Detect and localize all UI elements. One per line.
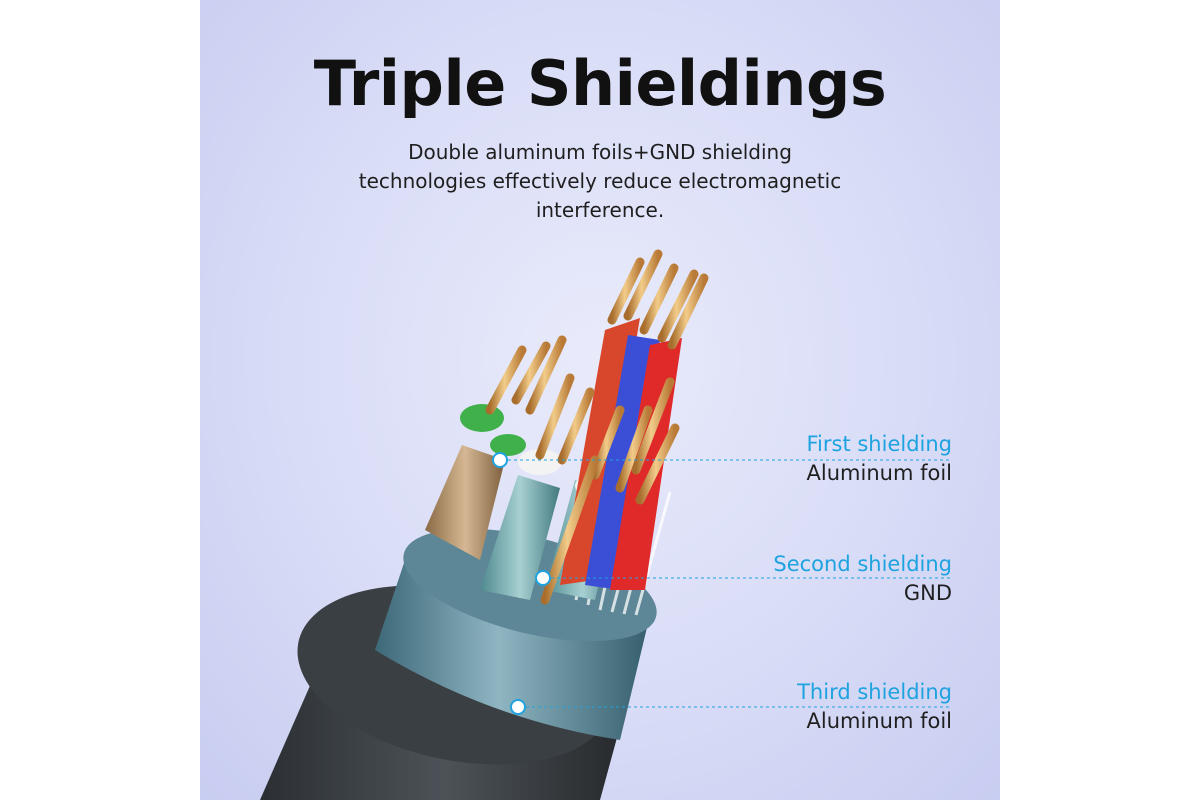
callout-detail: Aluminum foil	[806, 709, 952, 733]
callout-heading: Second shielding	[773, 552, 952, 576]
callout-leaders	[492, 452, 952, 715]
copper-conductors	[485, 249, 709, 605]
callout-heading: First shielding	[806, 432, 952, 456]
cable-cross-section-illustration	[260, 249, 952, 800]
page-title: Triple Shieldings	[313, 47, 887, 120]
subtitle-line: interference.	[535, 198, 665, 222]
callout-first-shielding: First shielding Aluminum foil	[806, 430, 952, 488]
callout-third-shielding: Third shielding Aluminum foil	[797, 678, 952, 736]
subtitle: Double aluminum foils+GND shielding tech…	[340, 138, 860, 225]
product-panel: Triple Shieldings Double aluminum foils+…	[200, 0, 1000, 800]
callout-detail: GND	[903, 581, 952, 605]
callout-detail: Aluminum foil	[806, 461, 952, 485]
subtitle-line: Double aluminum foils+GND shielding	[408, 140, 792, 164]
subtitle-line: technologies effectively reduce electrom…	[358, 169, 842, 193]
callout-heading: Third shielding	[797, 680, 952, 704]
callout-second-shielding: Second shielding GND	[773, 550, 952, 608]
